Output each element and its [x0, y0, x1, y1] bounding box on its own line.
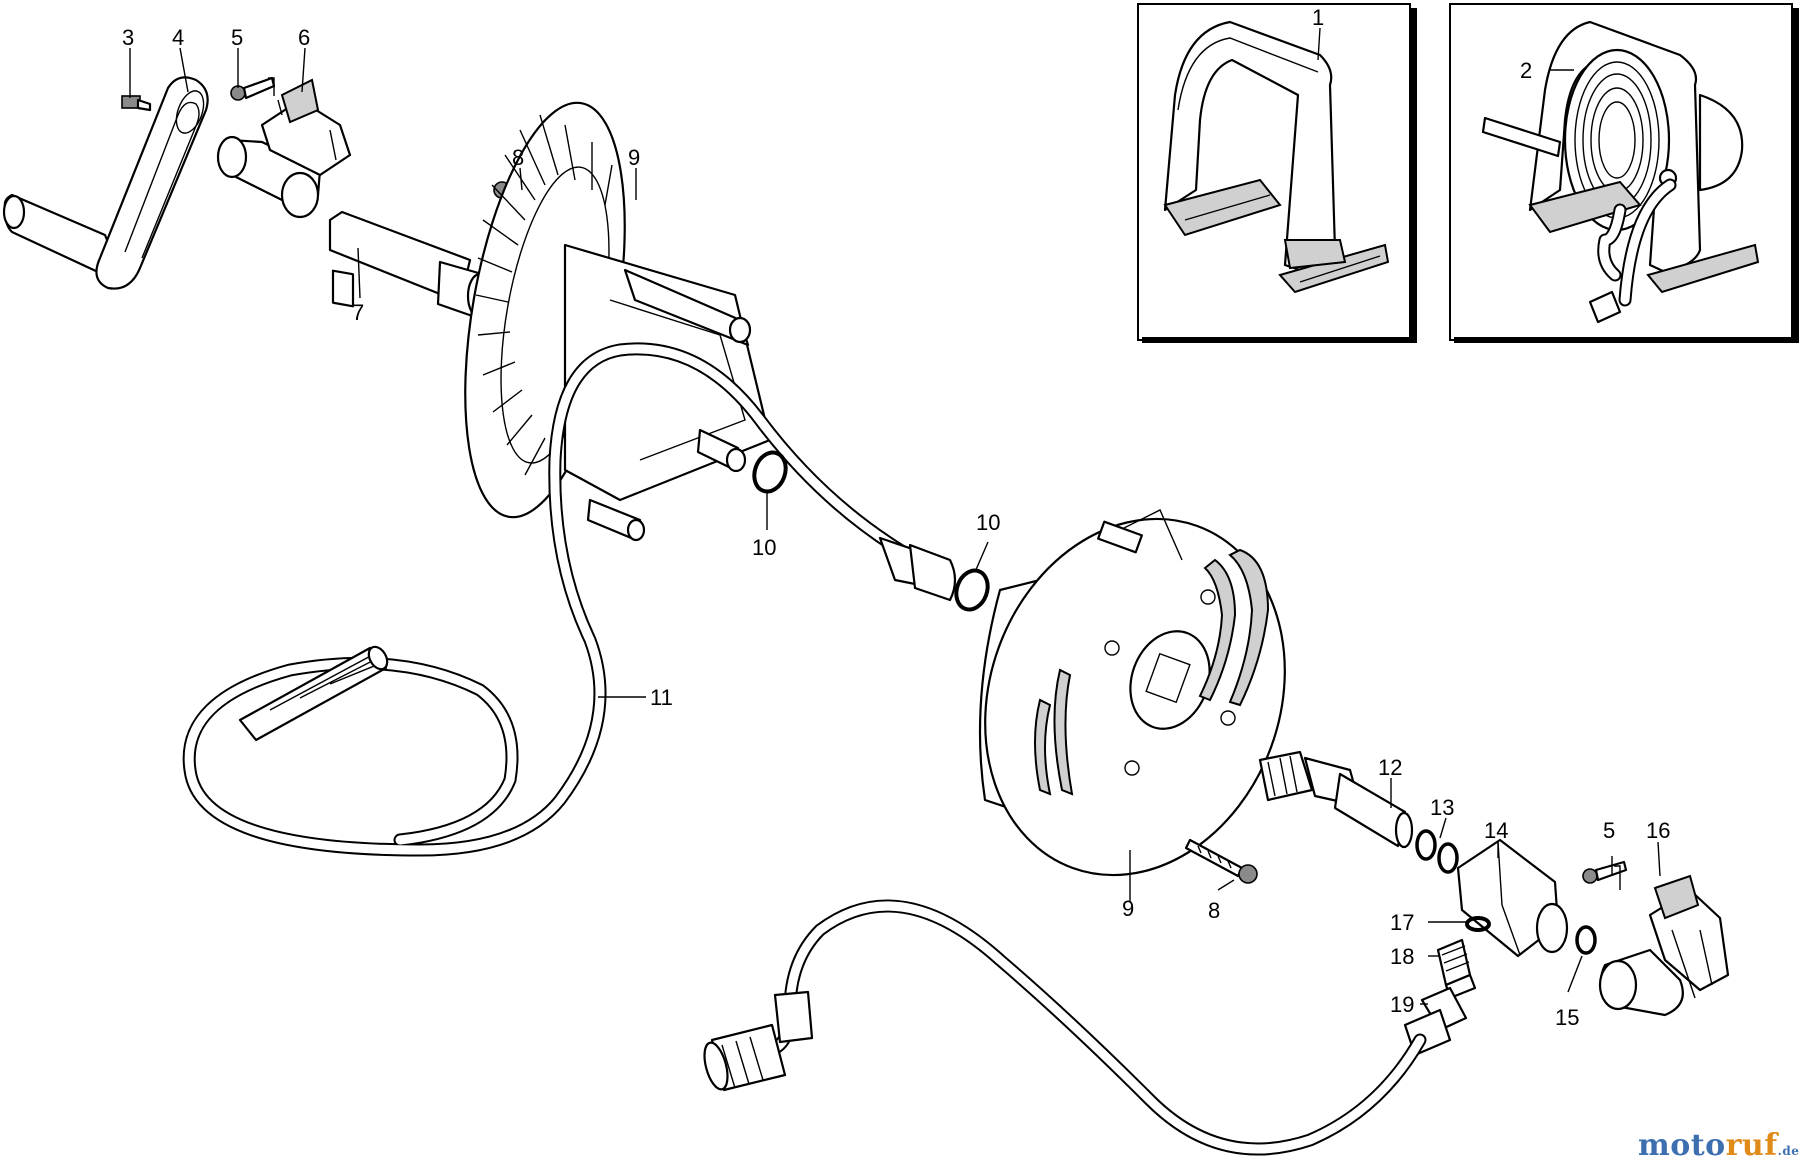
part-18-nipple	[1436, 938, 1477, 1000]
callout-18: 18	[1390, 944, 1414, 969]
watermark-logo: motoruf.de	[1638, 1128, 1800, 1163]
callout-5-lower: 5	[1603, 818, 1615, 843]
callout-10-right: 10	[976, 510, 1000, 535]
callout-8-lower: 8	[1208, 898, 1220, 923]
callout-16: 16	[1646, 818, 1670, 843]
part-12-connector	[1258, 750, 1414, 849]
callout-3: 3	[122, 25, 134, 50]
part-11-hose	[182, 342, 957, 857]
callout-15: 15	[1555, 1005, 1579, 1030]
callout-8-upper: 8	[512, 145, 524, 170]
callout-14: 14	[1484, 818, 1508, 843]
callout-12: 12	[1378, 755, 1402, 780]
part-hose-lower	[703, 899, 1427, 1156]
callout-10-left: 10	[752, 535, 776, 560]
callout-4: 4	[172, 25, 184, 50]
part-13-o-rings	[1415, 829, 1459, 874]
part-1-handle-frame	[1163, 20, 1390, 294]
part-10-o-ring-left	[752, 450, 788, 494]
part-9-drum-half-right	[978, 509, 1286, 877]
part-4-crank-handle	[2, 76, 209, 290]
callout-2: 2	[1520, 58, 1532, 83]
part-2-complete-hose-reel	[1481, 20, 1760, 324]
part-8-screw-lower	[1184, 838, 1258, 884]
callout-7: 7	[352, 300, 364, 325]
part-17-seal	[1465, 916, 1491, 932]
callout-5-upper: 5	[231, 25, 243, 50]
callout-17: 17	[1390, 910, 1414, 935]
part-14-connector-housing	[1456, 838, 1569, 958]
callout-leader-lines	[129, 27, 1661, 1005]
part-16-bearing-clamp	[1598, 874, 1730, 1017]
callout-13: 13	[1430, 795, 1454, 820]
callout-19: 19	[1390, 992, 1414, 1017]
callout-11: 11	[650, 685, 673, 710]
callout-9-lower: 9	[1122, 896, 1134, 921]
part-5-screw-upper	[230, 76, 276, 101]
callout-9-upper: 9	[628, 145, 640, 170]
part-15-o-ring	[1575, 925, 1597, 955]
callout-numbers: 1 2 3 4 5 6 7 8 9 10 10 11 12 13 14 5 16…	[122, 5, 1670, 1030]
part-10-o-ring-right	[954, 568, 990, 612]
callout-1: 1	[1312, 5, 1324, 30]
callout-6: 6	[298, 25, 310, 50]
part-3-screw	[121, 95, 152, 112]
part-6-crank-bearing	[216, 78, 352, 219]
part-9-drum-half-left	[464, 101, 772, 542]
